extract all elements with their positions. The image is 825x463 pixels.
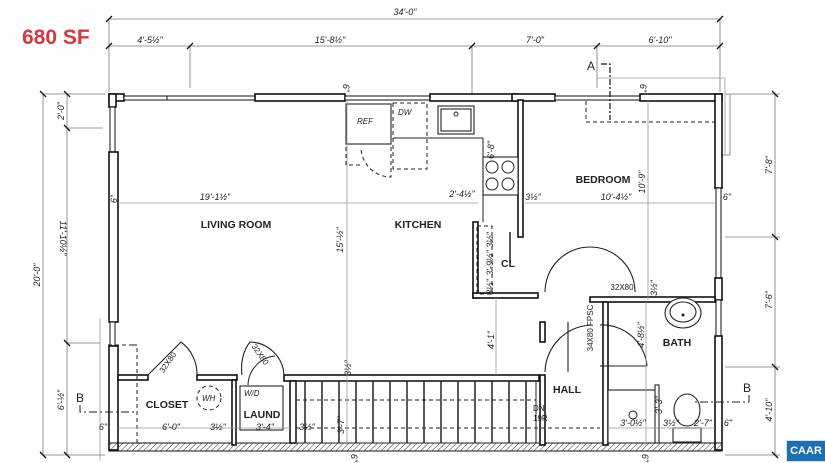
ext-wall-right-dim: 6"	[724, 418, 733, 428]
shower-depth-dim: 3'-3"	[654, 395, 664, 414]
stair-width-dim: 3'-7"	[336, 415, 346, 434]
cl-label: CL	[501, 258, 516, 270]
reference-lines	[99, 77, 726, 460]
dim-right-2: 4'-10"	[764, 398, 774, 422]
bath-fixtures	[607, 297, 702, 444]
wd-label: W/D	[244, 389, 260, 398]
top-wall-2-dim: 6"	[638, 84, 648, 93]
dim-top-1: 15'-8½"	[315, 35, 346, 45]
ext-wall-left-mid-dim: 6"	[109, 194, 119, 203]
cl-wall-bottom-dim: 3½"	[485, 278, 495, 295]
stairs-risers-label: 19R	[533, 414, 548, 423]
dim-top-0: 4'-5½"	[137, 35, 163, 45]
bath-wall2-dim: 3½"	[663, 418, 680, 428]
doors	[544, 246, 648, 373]
wh-label: WH	[202, 394, 216, 403]
stair-wall-left-dim: 3½"	[299, 422, 316, 432]
laundry-door-label: 32X80	[250, 343, 271, 368]
bedroom-label: BEDROOM	[576, 174, 631, 186]
ref-label: REF	[357, 117, 374, 126]
shower-width-dim: 3'-0½"	[620, 418, 646, 428]
cl-wall-top-dim: 3½"	[485, 231, 495, 248]
overall-width-dim: 34'-0"	[394, 7, 418, 17]
closet-label: CLOSET	[146, 399, 189, 411]
dim-left-1: 11'-10½"	[58, 221, 68, 257]
range-height-dim: 6'-8"	[486, 140, 496, 159]
entry-door-label: 34X80 FPSC	[586, 304, 595, 351]
bath-depth-dim: 4'-8½"	[636, 321, 646, 347]
laundry-width-dim: 3'-4"	[256, 422, 275, 432]
laundry-label: LAUND	[244, 409, 281, 421]
counter-dim: 2'-4½"	[448, 189, 475, 199]
top-wall-1-dim: 6"	[341, 84, 351, 93]
kitchen-wall-dim: 3½"	[525, 192, 542, 202]
top-dimensions: 34'-0" 4'-5½" 15'-8½" 7'-0" 6'-10"	[105, 7, 724, 100]
dw-label: DW	[398, 108, 413, 117]
bedroom-ext-wall-dim: 6"	[723, 192, 732, 202]
bath-label: BATH	[663, 337, 691, 349]
dim-top-3: 6'-10"	[649, 35, 673, 45]
bottom-wall-1-dim: 6"	[349, 454, 359, 463]
overall-depth-dim: 20'-0"	[32, 263, 42, 288]
bath-wall-dim: 3½"	[649, 279, 659, 296]
dim-left-2: 6'-½"	[56, 389, 66, 410]
hall-label: HALL	[553, 384, 582, 396]
bedroom-depth-dim: 10'-9"	[637, 170, 647, 194]
section-b-left-marker: B	[76, 391, 84, 405]
closet-wall-dim: 3½"	[210, 422, 227, 432]
left-dimensions: 20'-0" 2'-0" 11'-10½" 6'-½"	[32, 90, 105, 459]
bottom-wall-2-dim: 6"	[640, 454, 650, 463]
toilet-width-dim: 2'-7"	[693, 418, 713, 428]
closet-width-dim: 6'-0"	[162, 422, 181, 432]
stair-wall-top-dim: 3½"	[343, 359, 353, 376]
living-depth-dim: 15'-½"	[335, 226, 345, 252]
section-b-right-marker: B	[743, 381, 751, 395]
kitchen-label: KITCHEN	[395, 219, 442, 231]
living-width-dim: 19'-1½"	[200, 192, 231, 202]
dim-right-0: 7'-8"	[764, 155, 774, 174]
right-dimensions: 7'-8" 7'-6" 4'-10"	[722, 90, 780, 459]
dim-left-0: 2'-0"	[56, 101, 66, 121]
section-markers: A B B	[76, 59, 751, 413]
closet-fixtures: WH W/D	[108, 225, 511, 445]
bedroom-width-dim: 10'-4½"	[601, 192, 632, 202]
interior-dimensions: 19'-1½" 15'-½" 2'-4½" 3½" 6'-8" 10'-4½" …	[99, 84, 733, 463]
area-label: 680 SF	[22, 26, 90, 49]
cl-width-dim: 3'-9½"	[485, 249, 495, 275]
dim-right-1: 7'-6"	[764, 290, 774, 309]
dim-top-2: 7'-0"	[526, 35, 545, 45]
door-labels: 32X80 32X80 32X80 34X80 FPSC	[158, 283, 634, 375]
room-labels: LIVING ROOM KITCHEN BEDROOM CL BATH HALL…	[146, 174, 691, 421]
section-a-marker: A	[587, 59, 595, 73]
caar-badge: CAAR	[786, 440, 825, 462]
hall-depth-dim: 4'-1"	[486, 330, 496, 349]
stairs-dn-label: DN	[533, 404, 545, 413]
bedroom-door-label: 32X80	[610, 283, 634, 292]
exterior-walls	[108, 93, 723, 452]
living-room-label: LIVING ROOM	[201, 219, 272, 231]
ext-wall-left-dim: 6"	[99, 422, 108, 432]
kitchen-fixtures: REF DW	[345, 102, 519, 222]
